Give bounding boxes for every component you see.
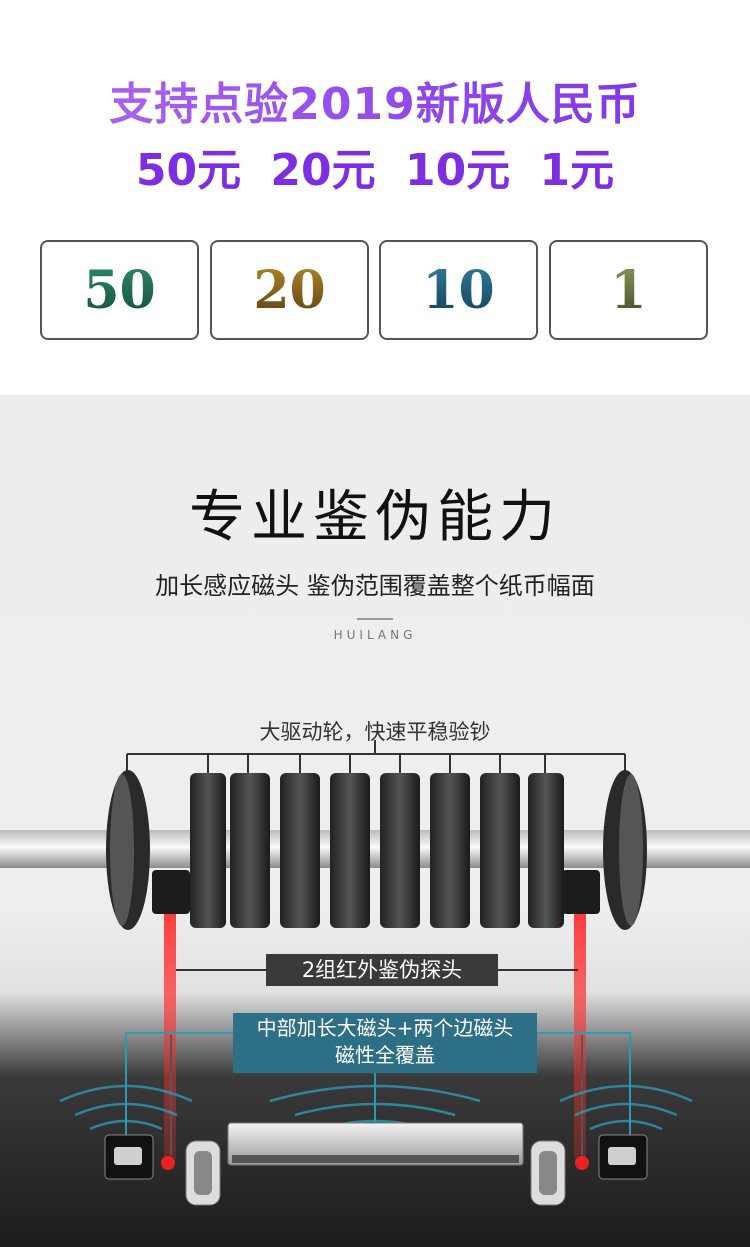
central-magnetic-head [227, 1122, 524, 1166]
right-ir-sensor [562, 870, 600, 914]
drive-rollers [190, 773, 564, 928]
roller-diagram [0, 740, 750, 1206]
denomination-cards: 50 20 10 1 [40, 240, 710, 340]
roller-label: 大驱动轮，快速平稳验钞 [259, 720, 491, 744]
note-card-label: 1 [610, 259, 647, 321]
right-edge-magnetic-head [598, 1134, 648, 1180]
roller-bracket [126, 740, 626, 773]
ir-probe-label: 2组红外鉴伪探头 [266, 954, 498, 986]
left-ir-sensor [152, 870, 190, 914]
headline-supported-notes: 支持点验2019新版人民币 [0, 68, 750, 132]
right-base-roller [530, 1140, 566, 1206]
right-ir-beam [574, 914, 586, 1159]
magnetic-head-label-line1: 中部加长大磁头+两个边磁头 [256, 1016, 514, 1040]
feature-title: 专业鉴伪能力 [189, 485, 561, 550]
note-card-label: 50 [83, 259, 156, 321]
magnetic-field-waves [59, 1084, 693, 1131]
left-pulley [106, 770, 150, 930]
divider [357, 618, 393, 620]
magnetic-head-label: 中部加长大磁头+两个边磁头 磁性全覆盖 [233, 1013, 537, 1073]
right-pulley [603, 770, 647, 930]
note-card-label: 10 [422, 259, 495, 321]
magnetic-head-label-line2: 磁性全覆盖 [335, 1043, 435, 1067]
brand-watermark: HUILANG [333, 628, 417, 642]
feature-subtitle: 加长感应磁头 鉴伪范围覆盖整个纸币幅面 [155, 572, 595, 600]
left-edge-magnetic-head [104, 1134, 154, 1180]
left-ir-emitter [161, 1156, 175, 1170]
magnet-connectors [125, 1032, 631, 1155]
note-card-50: 50 [40, 240, 199, 340]
right-ir-emitter [575, 1156, 589, 1170]
note-card-label: 20 [253, 259, 326, 321]
note-card-10: 10 [379, 240, 538, 340]
left-base-roller [185, 1140, 221, 1206]
note-card-20: 20 [210, 240, 369, 340]
headline-denominations: 50元 20元 10元 1元 [135, 145, 615, 196]
note-card-1: 1 [549, 240, 708, 340]
